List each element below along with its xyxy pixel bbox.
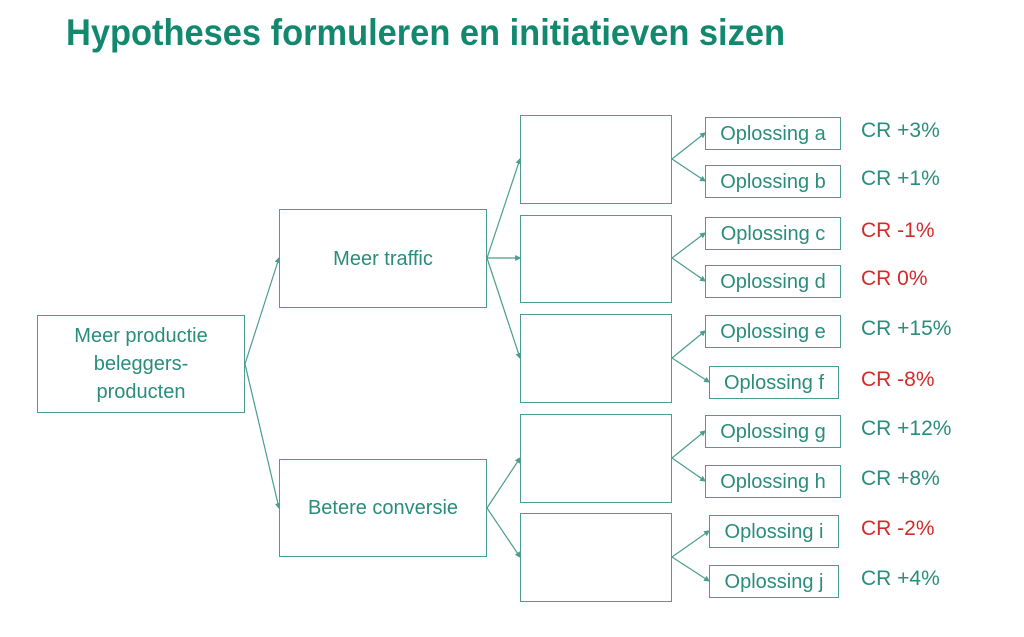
cr-value: CR 0% <box>861 267 928 290</box>
hypothesis-box <box>520 314 672 403</box>
connector-line <box>671 257 706 282</box>
solution-box: Oplossing a <box>705 117 841 150</box>
connector-line <box>671 530 710 558</box>
connector-line <box>486 456 521 509</box>
cr-value: CR +4% <box>861 567 940 590</box>
connector-line <box>671 430 706 459</box>
root-line: beleggers- <box>93 353 189 375</box>
connector-line <box>671 457 706 482</box>
solution-box: Oplossing j <box>709 565 839 598</box>
connector-line <box>486 157 522 259</box>
solution-box: Oplossing h <box>705 465 841 498</box>
branch-box-traffic: Meer traffic <box>279 209 487 308</box>
root-line: Meer productie <box>74 325 208 347</box>
connector-line <box>671 357 711 383</box>
solution-box: Oplossing e <box>705 315 841 348</box>
solution-box: Oplossing c <box>705 217 841 250</box>
cr-value: CR -1% <box>861 219 935 242</box>
cr-value: CR +3% <box>861 119 940 142</box>
solution-box: Oplossing b <box>705 165 841 198</box>
cr-value: CR -2% <box>861 517 935 540</box>
hypothesis-box <box>520 115 672 204</box>
cr-value: CR +1% <box>861 167 940 190</box>
connector-line <box>486 257 522 360</box>
connector-line <box>671 556 711 582</box>
connector-line <box>671 158 706 182</box>
connector-line <box>671 330 706 359</box>
connector-line <box>671 232 706 259</box>
connector-line <box>671 132 706 160</box>
branch-box-conversie: Betere conversie <box>279 459 487 557</box>
hypothesis-box <box>520 414 672 503</box>
connector-line <box>244 256 281 365</box>
solution-box: Oplossing i <box>709 515 839 548</box>
root-line: producten <box>96 381 186 403</box>
hypothesis-box <box>520 215 672 303</box>
root-box: Meer productie beleggers-producten <box>37 315 245 413</box>
cr-value: CR +8% <box>861 467 940 490</box>
connector-line <box>486 507 521 558</box>
solution-box: Oplossing d <box>705 265 841 298</box>
cr-value: CR -8% <box>861 368 935 391</box>
connector-line <box>244 363 281 510</box>
cr-value: CR +12% <box>861 417 952 440</box>
solution-box: Oplossing f <box>709 366 839 399</box>
solution-box: Oplossing g <box>705 415 841 448</box>
slide-title: Hypotheses formuleren en initiatieven si… <box>66 12 785 53</box>
hypothesis-box <box>520 513 672 602</box>
cr-value: CR +15% <box>861 317 952 340</box>
